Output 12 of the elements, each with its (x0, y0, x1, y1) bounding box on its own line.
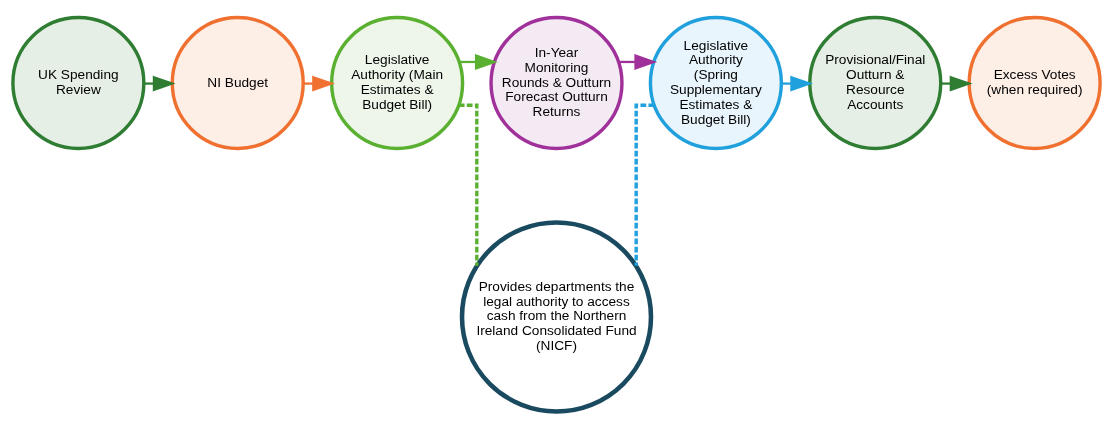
node-circle: In-Year Monitoring Rounds & Outturn Forecast Outturn Returns (489, 15, 624, 151)
node-circle: Legislative Authority (Spring Supplementary Estimates & Budget Bill) (648, 15, 784, 151)
arrow (781, 75, 814, 92)
node-circle: Excess Votes (when required) (967, 15, 1102, 151)
arrow (303, 75, 335, 92)
node-circle: UK Spending Review (11, 15, 146, 151)
node-circle: Legislative Authority (Main Estimates & Budget Bill) (329, 15, 465, 151)
arrow (144, 75, 176, 92)
node-circle: Provisional/Final Outturn & Resource Accounts (808, 15, 943, 151)
node-circle: NI Budget (170, 15, 305, 151)
arrow (941, 75, 973, 92)
node-circle: Provides departments the legal authority to access cash from the Northern Ireland Consolidated Fund (NICF) (459, 220, 654, 414)
